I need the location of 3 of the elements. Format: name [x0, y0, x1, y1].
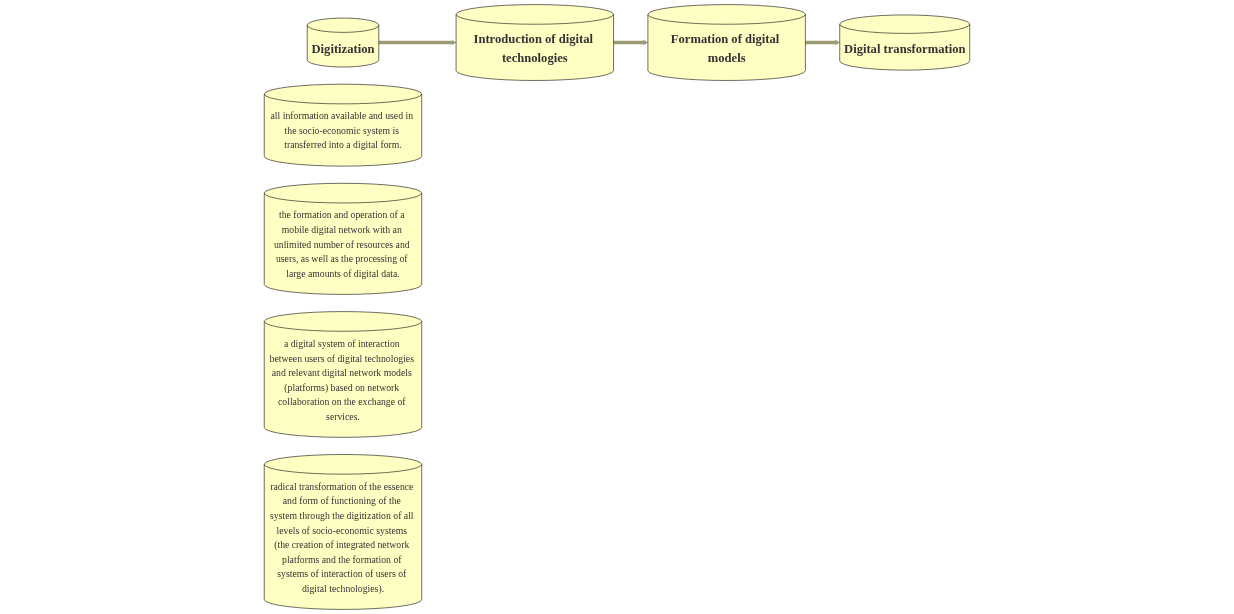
arrow: [378, 40, 457, 46]
arrow: [805, 40, 840, 46]
arrow: [613, 40, 649, 46]
